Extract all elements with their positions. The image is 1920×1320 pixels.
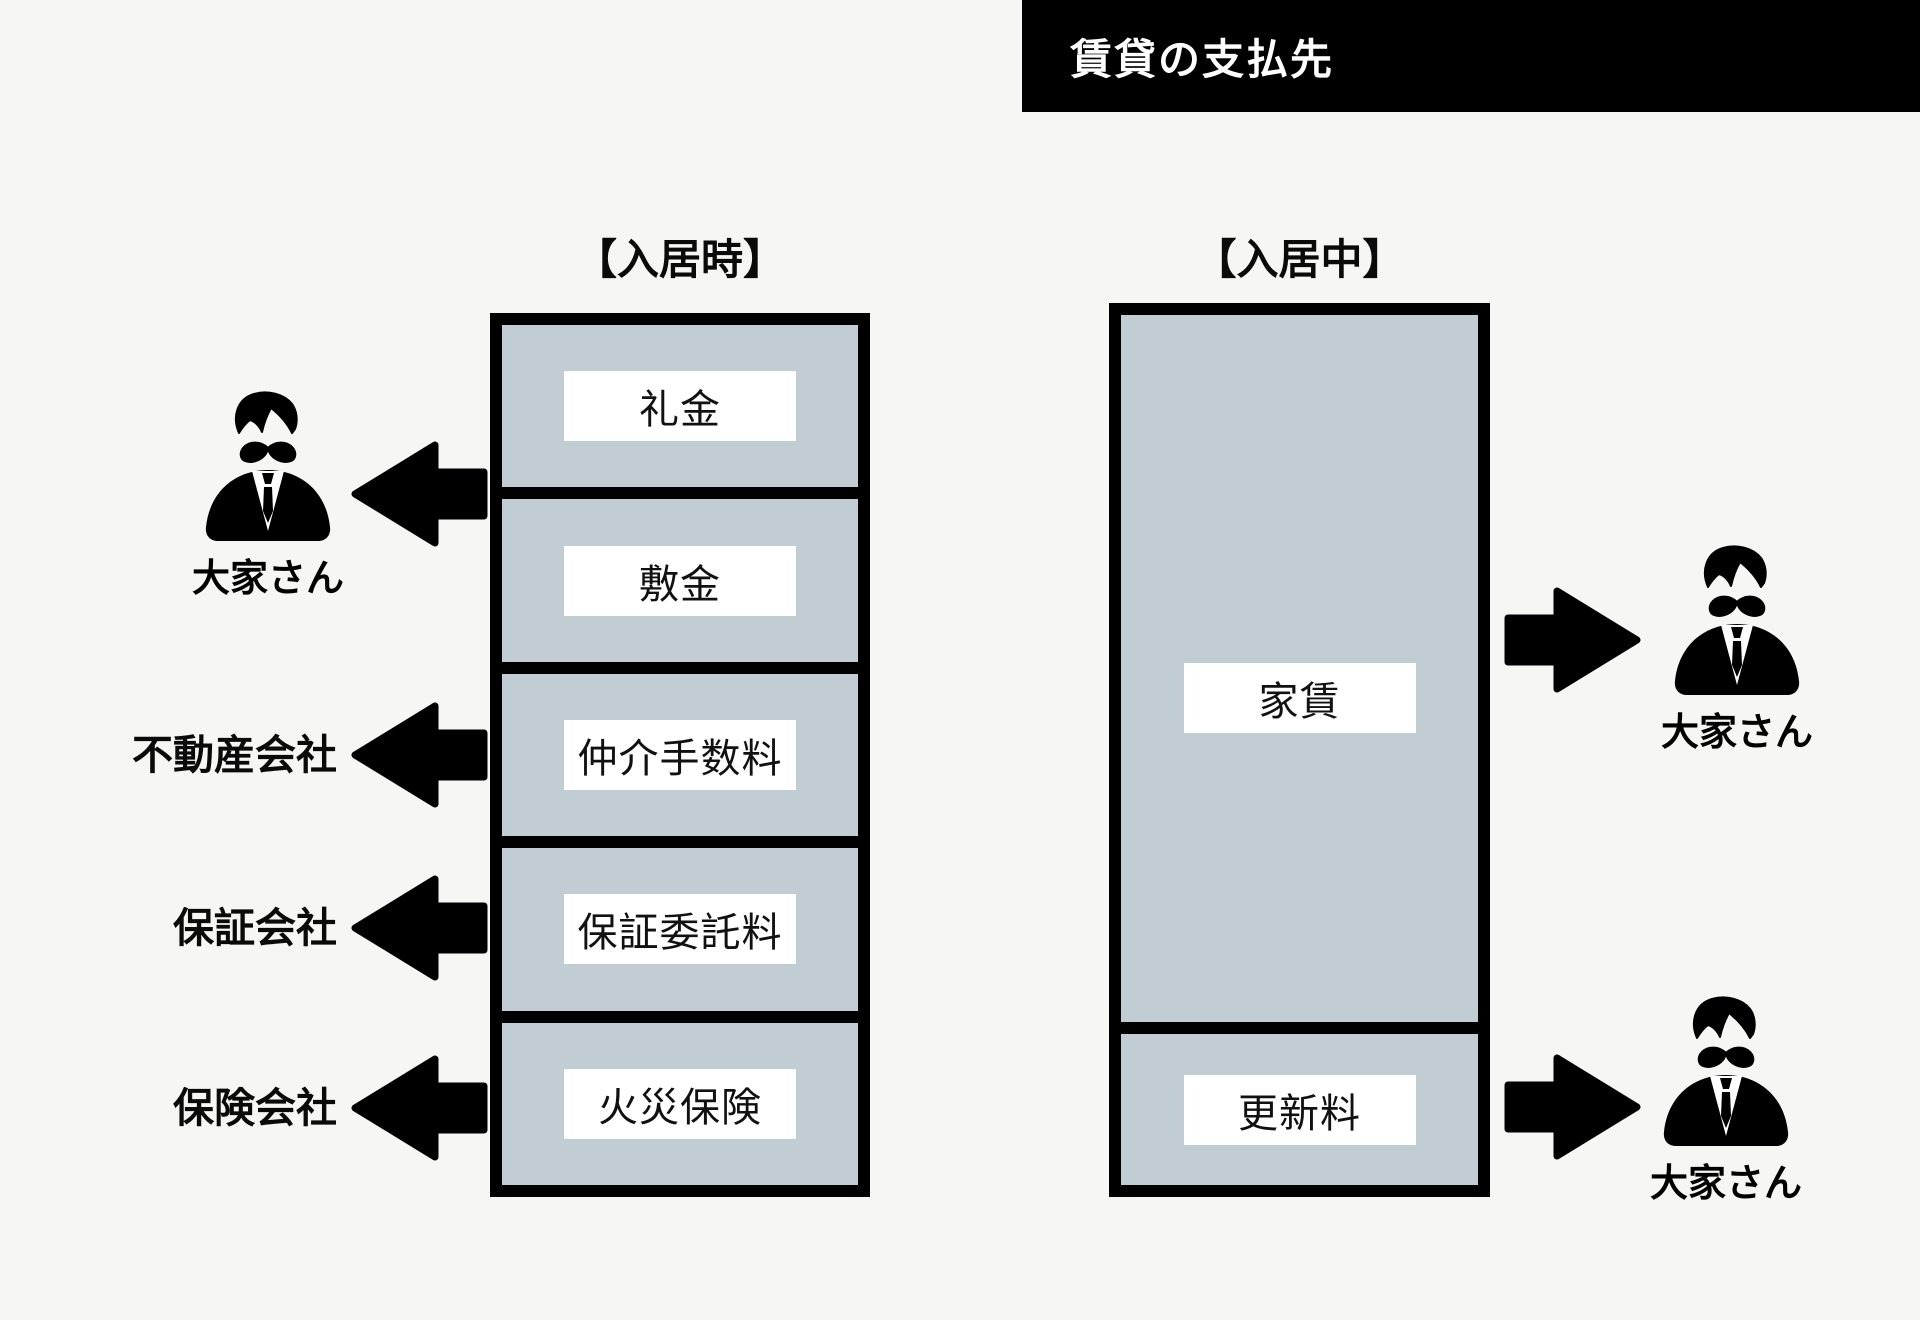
payment-chip-renewal-fee: 更新料: [1183, 1074, 1416, 1145]
landlord-renewal: 大家さん: [1626, 996, 1826, 1207]
section-fire-insurance: 火災保険: [502, 1022, 858, 1186]
section-key-money: 礼金: [502, 325, 858, 488]
page-title-banner: 賃貸の支払先: [1022, 0, 1920, 112]
payment-chip-key-money: 礼金: [564, 371, 796, 442]
section-brokerage-fee: 仲介手数料: [502, 673, 858, 837]
landlord-label: 大家さん: [1660, 712, 1813, 754]
landlord-rent: 大家さん: [1637, 545, 1837, 756]
real-estate-company-label: 不動産会社: [132, 732, 337, 778]
arrow-left-icon: [351, 1055, 488, 1161]
landlord-icon: [1674, 545, 1800, 695]
arrow-right-icon: [1504, 587, 1641, 693]
during-payments-box: 家賃 更新料: [1109, 303, 1490, 1197]
landlord-label: 大家さん: [191, 558, 344, 600]
payment-chip-guarantee-fee: 保証委託料: [564, 894, 796, 965]
arrow-left-icon: [351, 875, 488, 981]
payment-chip-rent: 家賃: [1183, 662, 1416, 733]
guarantee-company-label: 保証会社: [173, 905, 337, 951]
landlord-icon: [205, 391, 331, 541]
section-rent: 家賃: [1121, 315, 1478, 1022]
landlord-move-in: 大家さん: [168, 391, 368, 602]
arrow-left-icon: [351, 702, 488, 808]
section-deposit: 敷金: [502, 499, 858, 662]
column-title-during: 【入居中】: [1194, 236, 1405, 283]
page-title: 賃貸の支払先: [1070, 35, 1335, 83]
payment-chip-fire-insurance: 火災保険: [564, 1068, 796, 1139]
landlord-icon: [1663, 996, 1789, 1146]
insurance-company-label: 保険会社: [173, 1085, 337, 1131]
move-in-payments-box: 礼金 敷金 仲介手数料 保証委託料 火災保険: [490, 313, 870, 1197]
section-guarantee-fee: 保証委託料: [502, 848, 858, 1011]
section-renewal-fee: 更新料: [1121, 1034, 1478, 1185]
arrow-right-icon: [1504, 1054, 1641, 1160]
column-title-move-in: 【入居時】: [574, 236, 785, 283]
arrow-left-icon: [351, 441, 488, 547]
payment-chip-brokerage-fee: 仲介手数料: [564, 720, 796, 791]
payment-chip-deposit: 敷金: [564, 545, 796, 616]
landlord-label: 大家さん: [1649, 1163, 1802, 1205]
